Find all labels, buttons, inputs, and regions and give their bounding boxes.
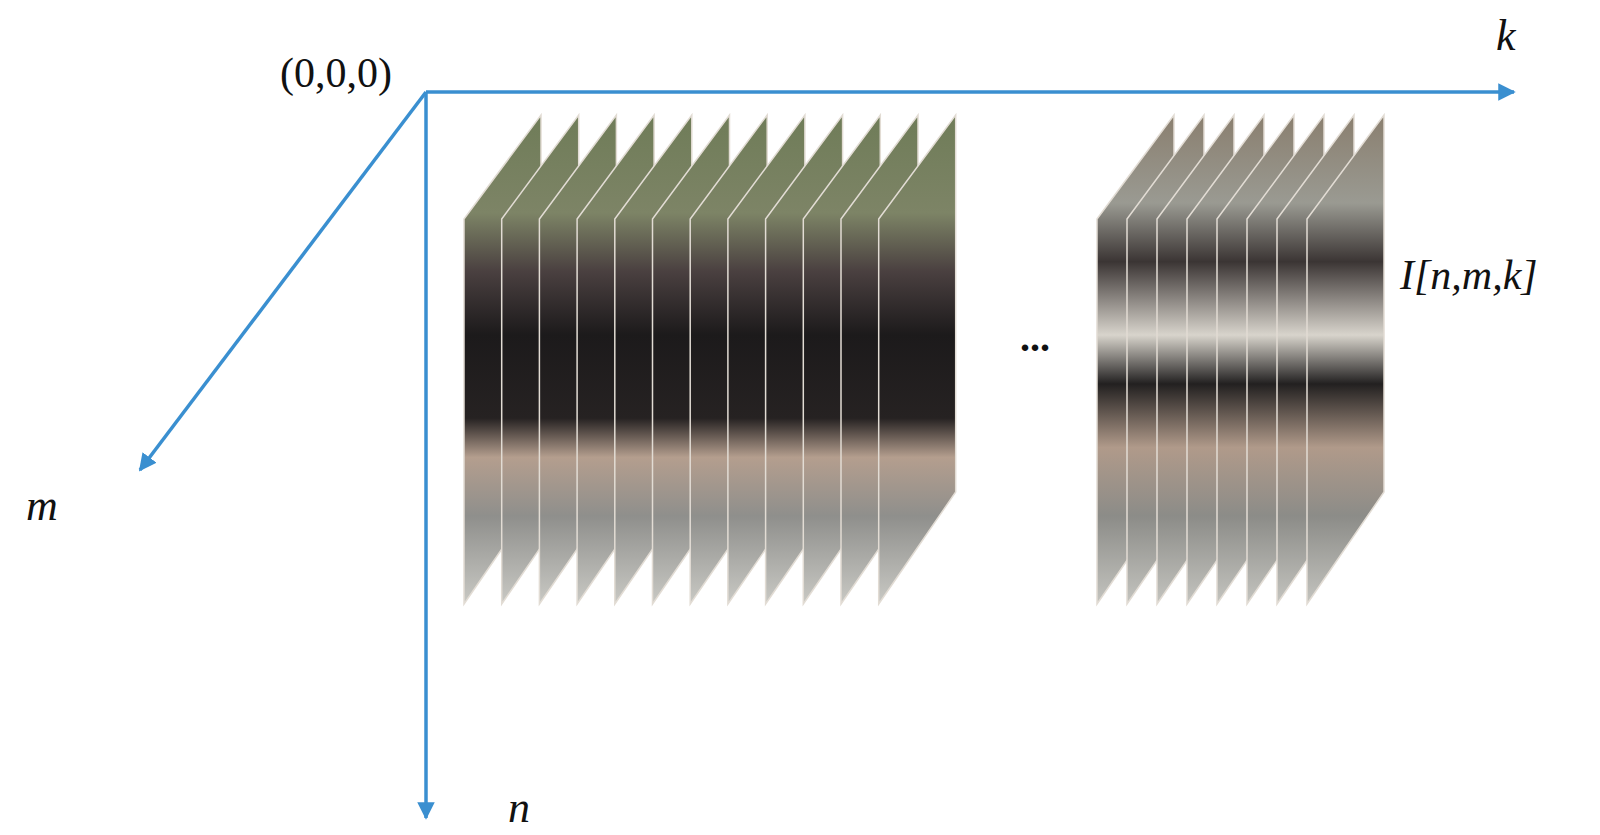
video-frames — [464, 115, 1384, 604]
k-axis — [426, 90, 1514, 94]
ellipsis: ... — [1020, 318, 1050, 358]
m-axis — [140, 92, 426, 470]
video-frame — [879, 115, 956, 604]
axis-label: k — [1496, 14, 1516, 58]
origin-label: (0,0,0) — [280, 52, 392, 94]
n-axis — [424, 92, 428, 818]
axis-label: m — [26, 484, 58, 528]
video-frame — [1307, 115, 1384, 604]
function-label: I[n,m,k] — [1400, 254, 1538, 296]
axis-label: n — [508, 786, 530, 830]
